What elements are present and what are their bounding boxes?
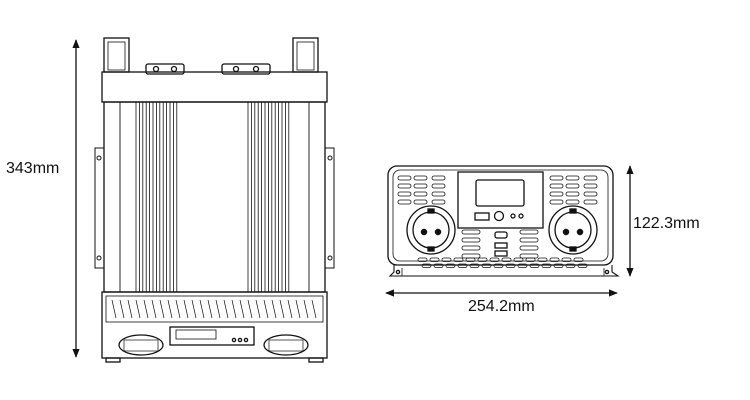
handles xyxy=(103,37,319,75)
top-cap xyxy=(101,71,328,103)
bottom-vent-slots xyxy=(417,257,588,268)
front-vent-slots xyxy=(397,175,598,259)
heatsink-fins-left xyxy=(135,102,178,292)
front-panel-edge xyxy=(101,291,328,359)
front-height-label: 122.3mm xyxy=(633,215,700,232)
heatsink-fins-right xyxy=(247,102,290,292)
usb-ports xyxy=(494,231,508,257)
front-vent-slots xyxy=(111,299,317,319)
front-view xyxy=(387,165,620,277)
socket-left xyxy=(406,205,456,255)
top-view xyxy=(94,37,335,363)
main-body xyxy=(103,101,326,293)
mounting-brackets xyxy=(94,147,335,269)
front-body xyxy=(387,165,614,266)
display-panel xyxy=(457,171,544,229)
height-label: 343mm xyxy=(6,160,60,177)
base-feet xyxy=(388,265,620,277)
width-label: 254.2mm xyxy=(468,298,535,315)
socket-right xyxy=(548,205,598,255)
